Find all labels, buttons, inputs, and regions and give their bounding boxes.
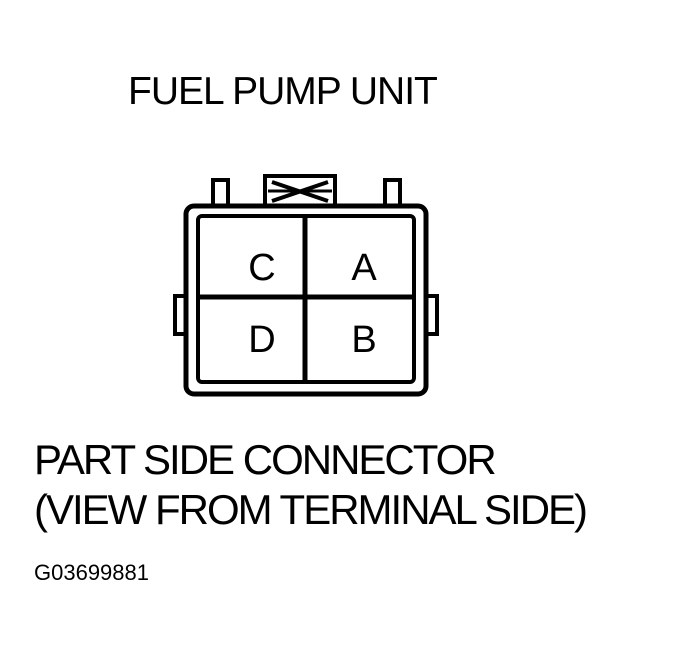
diagram-title: FUEL PUMP UNIT [128,70,438,113]
pin-c-label: C [248,247,275,289]
pin-b-label: B [351,319,376,361]
pin-d-label: D [248,319,275,361]
cell-dividers [198,216,414,382]
caption-line-1: PART SIDE CONNECTOR [34,436,497,483]
center-latch [263,174,337,208]
figure-code: G03699881 [34,560,149,585]
pin-a-label: A [351,247,377,289]
caption-line-2: (VIEW FROM TERMINAL SIDE) [34,486,588,533]
